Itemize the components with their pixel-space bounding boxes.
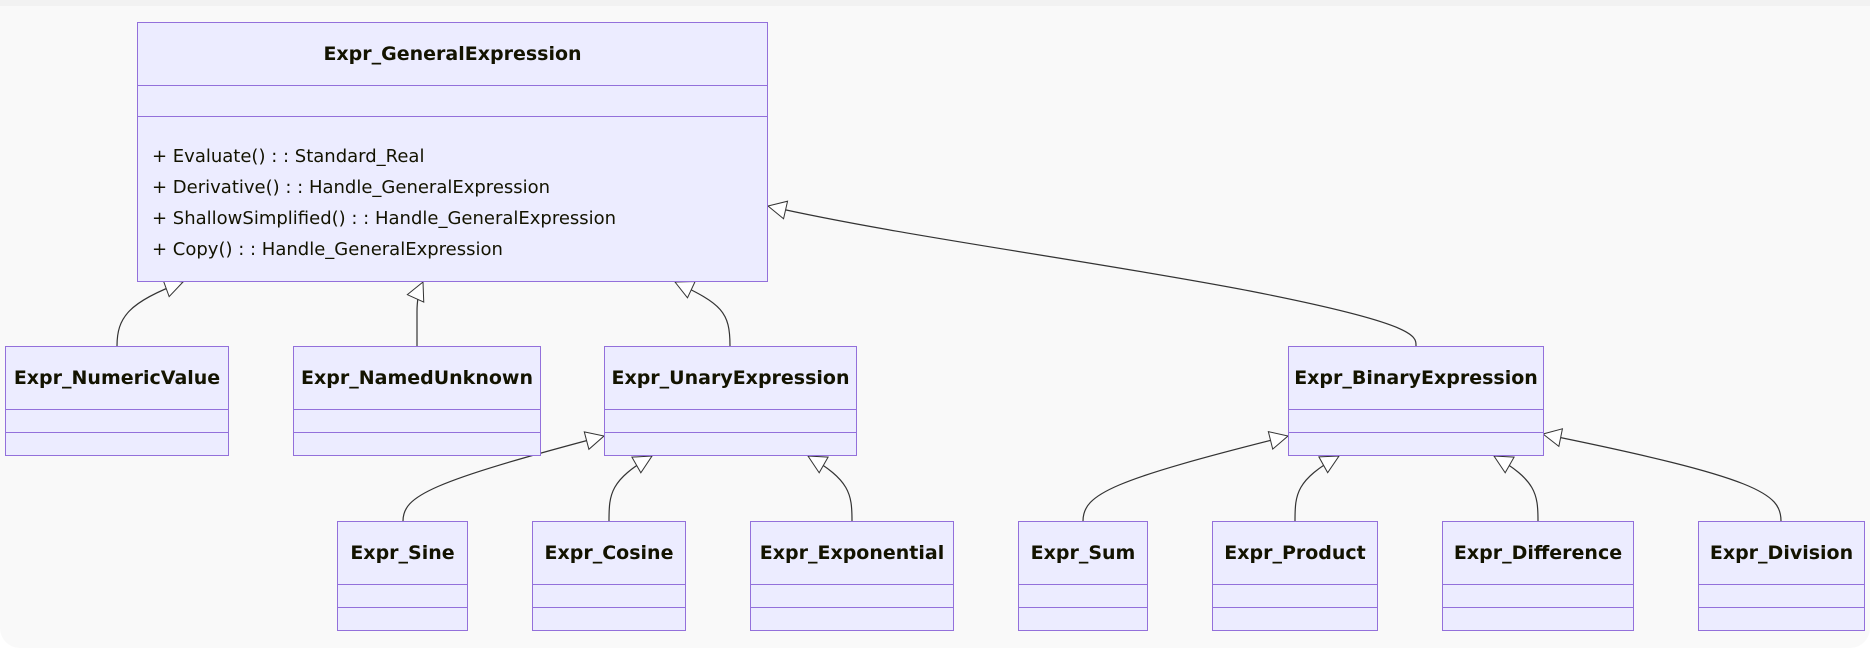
method: + Evaluate() : : Standard_Real [152,146,425,167]
methods-divider [338,607,467,608]
class-name: Expr_Cosine [544,542,674,564]
attributes-divider [533,584,685,585]
class-difference[interactable]: Expr_Difference [1442,521,1634,631]
attributes-divider [1213,584,1377,585]
method: + ShallowSimplified() : : Handle_General… [152,208,617,229]
method: + Derivative() : : Handle_GeneralExpress… [152,177,551,198]
class-name: Expr_BinaryExpression [1294,367,1538,389]
attributes-divider [6,409,228,410]
method: + Copy() : : Handle_GeneralExpression [152,239,503,260]
methods-list: + Evaluate() : : Standard_Real + Derivat… [152,141,616,265]
class-sum[interactable]: Expr_Sum [1018,521,1148,631]
edge-numeric-to-general [116,282,183,347]
class-name: Expr_Division [1709,542,1854,564]
class-name: Expr_NumericValue [13,367,221,389]
methods-divider [1019,607,1147,608]
class-division[interactable]: Expr_Division [1698,521,1865,631]
edge-sine-to-unary [402,436,604,522]
attributes-divider [1443,584,1633,585]
edge-difference-to-binary [1494,456,1539,522]
edge-product-to-binary [1294,456,1339,522]
attributes-divider [138,85,767,86]
attributes-divider [294,409,540,410]
edge-division-to-binary [1543,434,1782,522]
class-product[interactable]: Expr_Product [1212,521,1378,631]
attributes-divider [1289,409,1543,410]
class-name: Expr_GeneralExpression [323,43,582,65]
edge-cosine-to-unary [608,456,652,522]
class-sine[interactable]: Expr_Sine [337,521,468,631]
methods-divider [751,607,953,608]
class-name: Expr_UnaryExpression [611,367,850,389]
attributes-divider [338,584,467,585]
edge-unary-to-general [675,282,731,347]
methods-divider [1213,607,1377,608]
class-general-expression[interactable]: Expr_GeneralExpression + Evaluate() : : … [137,22,768,282]
attributes-divider [605,409,856,410]
methods-divider [138,116,767,117]
class-exponential[interactable]: Expr_Exponential [750,521,954,631]
class-name: Expr_Difference [1453,542,1623,564]
methods-divider [1699,607,1864,608]
top-band [0,0,1870,6]
class-named-unknown[interactable]: Expr_NamedUnknown [293,346,541,456]
attributes-divider [1019,584,1147,585]
methods-divider [605,432,856,433]
class-binary-expression[interactable]: Expr_BinaryExpression [1288,346,1544,456]
methods-divider [1289,432,1543,433]
class-cosine[interactable]: Expr_Cosine [532,521,686,631]
edge-binary-to-general [768,206,1417,347]
attributes-divider [1699,584,1864,585]
class-unary-expression[interactable]: Expr_UnaryExpression [604,346,857,456]
edge-sum-to-binary [1082,436,1288,522]
methods-divider [6,432,228,433]
class-name: Expr_Product [1224,542,1366,564]
edge-exponential-to-unary [808,456,853,522]
class-name: Expr_Sum [1030,542,1136,564]
methods-divider [533,607,685,608]
edge-named-to-general [417,282,423,346]
class-numeric-value[interactable]: Expr_NumericValue [5,346,229,456]
attributes-divider [751,584,953,585]
class-name: Expr_Sine [350,542,455,564]
class-name: Expr_NamedUnknown [301,367,533,389]
class-name: Expr_Exponential [759,542,945,564]
methods-divider [1443,607,1633,608]
methods-divider [294,432,540,433]
